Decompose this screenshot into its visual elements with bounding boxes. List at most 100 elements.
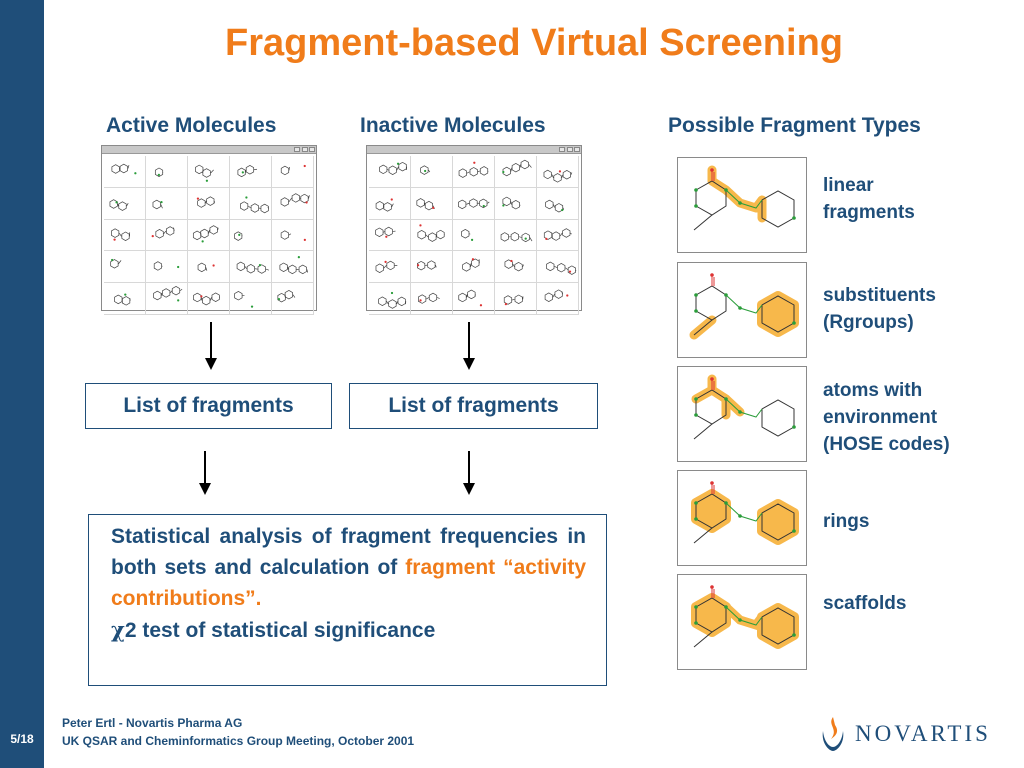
molecule-thumbnail [272, 283, 314, 315]
novartis-flame-icon [822, 717, 844, 751]
logo-wordmark: NOVARTIS [855, 721, 991, 746]
molecule-thumbnail [411, 219, 453, 252]
molecule-thumbnail [495, 283, 537, 315]
page-number: 5/18 [10, 732, 34, 746]
molecule-thumbnail [537, 283, 579, 315]
molecule-thumbnail [272, 156, 314, 188]
close-icon [574, 147, 580, 152]
window-titlebar [367, 146, 581, 154]
label-line: linear [823, 175, 874, 196]
close-icon [309, 147, 315, 152]
substituent-fragment-card [677, 262, 807, 358]
molecule-thumbnail [453, 283, 495, 315]
fragment-type-label-substituents: substituents (Rgroups) [823, 282, 936, 336]
molecule-thumbnail [230, 156, 272, 188]
fragment-type-label-hose: atoms with environment (HOSE codes) [823, 377, 950, 458]
molecule-thumbnail [453, 187, 495, 220]
label-line: fragments [823, 202, 915, 223]
inactive-fragment-list-box: List of fragments [349, 383, 598, 429]
footer-event: UK QSAR and Cheminformatics Group Meetin… [62, 734, 415, 748]
molecule-thumbnail [495, 219, 537, 252]
molecule-thumbnail [104, 156, 146, 188]
molecule-thumbnail [537, 187, 579, 220]
molecule-thumbnail [146, 283, 188, 315]
molecule-thumbnail [188, 219, 230, 252]
hose-code-fragment-card [677, 366, 807, 462]
molecule-thumbnail [369, 156, 411, 188]
molecule-thumbnail [188, 283, 230, 315]
label-line: environment [823, 407, 938, 428]
fragment-types-heading: Possible Fragment Types [668, 114, 921, 137]
down-arrow-icon [462, 322, 476, 370]
analysis-text: Statistical analysis of fragment frequen… [111, 525, 586, 579]
molecule-thumbnail [104, 187, 146, 220]
activity-contributions-text: fragment “activity contributions”. [111, 556, 586, 610]
molecule-thumbnail [411, 156, 453, 188]
molecule-thumbnail [495, 156, 537, 188]
molecule-thumbnail [146, 219, 188, 252]
molecule-thumbnail [272, 219, 314, 252]
inactive-molecules-window [366, 145, 582, 315]
molecule-thumbnail [495, 187, 537, 220]
molecule-thumbnail [146, 156, 188, 188]
molecule-thumbnail [230, 187, 272, 220]
molecule-thumbnail [188, 156, 230, 188]
footer-author: Peter Ertl - Novartis Pharma AG [62, 716, 243, 730]
active-fragment-list-box: List of fragments [85, 383, 332, 429]
ring-fragment-card [677, 470, 807, 566]
minimize-icon [294, 147, 300, 152]
fragment-type-label-rings: rings [823, 508, 869, 535]
molecule-thumbnail [230, 251, 272, 283]
molecule-thumbnail [411, 187, 453, 220]
molecule-thumbnail [188, 187, 230, 220]
molecule-thumbnail [104, 219, 146, 252]
molecule-thumbnail [230, 219, 272, 252]
maximize-icon [567, 147, 573, 152]
molecule-thumbnail [411, 251, 453, 283]
down-arrow-icon [204, 322, 218, 370]
active-molecules-window [101, 145, 317, 315]
molecule-thumbnail [369, 219, 411, 252]
molecule-thumbnail [537, 219, 579, 252]
label-line: substituents [823, 285, 936, 306]
molecule-thumbnail [104, 251, 146, 283]
molecule-thumbnail [146, 187, 188, 220]
label-line: (HOSE codes) [823, 434, 950, 455]
analysis-paragraph: Statistical analysis of fragment frequen… [111, 521, 586, 614]
label-line: rings [823, 511, 870, 532]
chi-square-text: 2 test of statistical significance [124, 619, 436, 642]
active-molecule-grid [104, 156, 314, 315]
linear-fragment-card [677, 157, 807, 253]
slide-title: Fragment-based Virtual Screening [224, 22, 844, 64]
inactive-molecule-grid [369, 156, 579, 315]
molecule-thumbnail [369, 187, 411, 220]
molecule-thumbnail [230, 283, 272, 315]
fragment-type-label-scaffolds: scaffolds [823, 590, 906, 617]
side-bar [0, 0, 44, 768]
molecule-thumbnail [453, 156, 495, 188]
inactive-molecules-heading: Inactive Molecules [360, 114, 546, 137]
maximize-icon [302, 147, 308, 152]
novartis-logo: NOVARTIS [815, 715, 1005, 755]
label-line: atoms with [823, 380, 923, 401]
down-arrow-icon [462, 451, 476, 495]
molecule-thumbnail [537, 156, 579, 188]
molecule-thumbnail [369, 251, 411, 283]
molecule-thumbnail [369, 283, 411, 315]
molecule-thumbnail [272, 251, 314, 283]
molecule-thumbnail [146, 251, 188, 283]
molecule-thumbnail [188, 251, 230, 283]
label-line: scaffolds [823, 593, 907, 614]
fragment-type-label-linear: linear fragments [823, 172, 915, 226]
down-arrow-icon [198, 451, 212, 495]
molecule-thumbnail [104, 283, 146, 315]
molecule-thumbnail [453, 251, 495, 283]
molecule-thumbnail [537, 251, 579, 283]
scaffold-fragment-card [677, 574, 807, 670]
active-molecules-heading: Active Molecules [106, 114, 277, 137]
chi-symbol: χ [111, 617, 125, 642]
minimize-icon [559, 147, 565, 152]
window-titlebar [102, 146, 316, 154]
molecule-thumbnail [453, 219, 495, 252]
label-line: (Rgroups) [823, 312, 914, 333]
